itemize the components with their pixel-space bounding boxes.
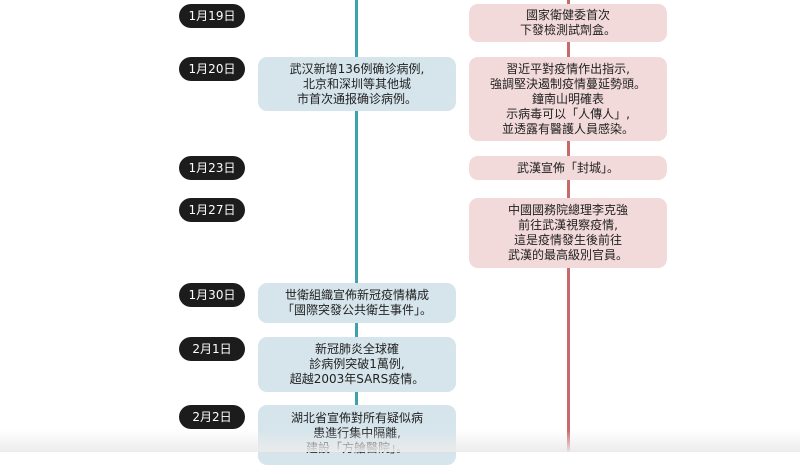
event-line: 診病例突破1萬例,: [309, 357, 405, 371]
date-pill: 2月2日: [179, 405, 245, 429]
event-line: 下發檢測試劑盒。: [519, 23, 616, 37]
event-line: 「國際突發公共衛生事件」。: [281, 303, 432, 317]
event-card-left: 武汉新增136例确诊病例, 北京和深圳等其他城 市首次通报确诊病例。: [258, 57, 456, 111]
event-line: 國家衛健委首次: [525, 8, 610, 22]
event-line: 新冠肺炎全球確: [314, 342, 399, 356]
event-card-right: 武漢宣佈「封城」。: [469, 156, 667, 180]
event-line: 習近平對疫情作出指示,: [506, 61, 630, 76]
event-line: 示病毒可以「人傳人」,: [506, 106, 630, 121]
date-pill: 1月27日: [179, 198, 245, 222]
event-line: 前往武漢視察疫情,: [518, 218, 618, 232]
event-card-right: 中國國務院總理李克強 前往武漢視察疫情, 這是疫情發生後前往 武漢的最高級別官員…: [469, 198, 667, 268]
date-pill: 1月19日: [179, 4, 245, 28]
event-card-left: 新冠肺炎全球確 診病例突破1萬例, 超越2003年SARS疫情。: [258, 337, 456, 392]
event-card-right: 國家衛健委首次 下發檢測試劑盒。: [469, 4, 667, 42]
event-line: 這是疫情發生後前往: [513, 233, 622, 247]
event-line: 市首次通报确诊病例。: [296, 91, 417, 106]
event-line: 超越2003年SARS疫情。: [289, 372, 425, 386]
event-line: 北京和深圳等其他城: [302, 76, 411, 91]
date-pill: 1月23日: [179, 156, 245, 180]
date-pill: 1月20日: [179, 57, 245, 81]
event-card-left: 世衛組織宣佈新冠疫情構成 「國際突發公共衛生事件」。: [258, 283, 456, 323]
event-line: 武漢宣佈「封城」。: [516, 160, 619, 175]
event-line: 武漢的最高級別官員。: [507, 248, 628, 262]
event-line: 中國國務院總理李克強: [507, 203, 628, 217]
event-line: 湖北省宣佈對所有疑似病: [290, 411, 423, 425]
date-pill: 2月1日: [179, 337, 245, 361]
event-line: 鐘南山明確表: [531, 91, 604, 106]
timeline-axis-left: [355, 0, 358, 452]
date-pill: 1月30日: [179, 283, 245, 307]
event-line: 強調堅決遏制疫情蔓延勢頭。: [489, 76, 646, 91]
event-line: 武汉新增136例确诊病例,: [289, 61, 425, 76]
event-line: 世衛組織宣佈新冠疫情構成: [284, 288, 429, 302]
event-card-right: 習近平對疫情作出指示, 強調堅決遏制疫情蔓延勢頭。 鐘南山明確表 示病毒可以「人…: [469, 57, 667, 141]
event-line: 並透露有醫護人員感染。: [501, 121, 634, 136]
bottom-fade: [0, 430, 800, 452]
